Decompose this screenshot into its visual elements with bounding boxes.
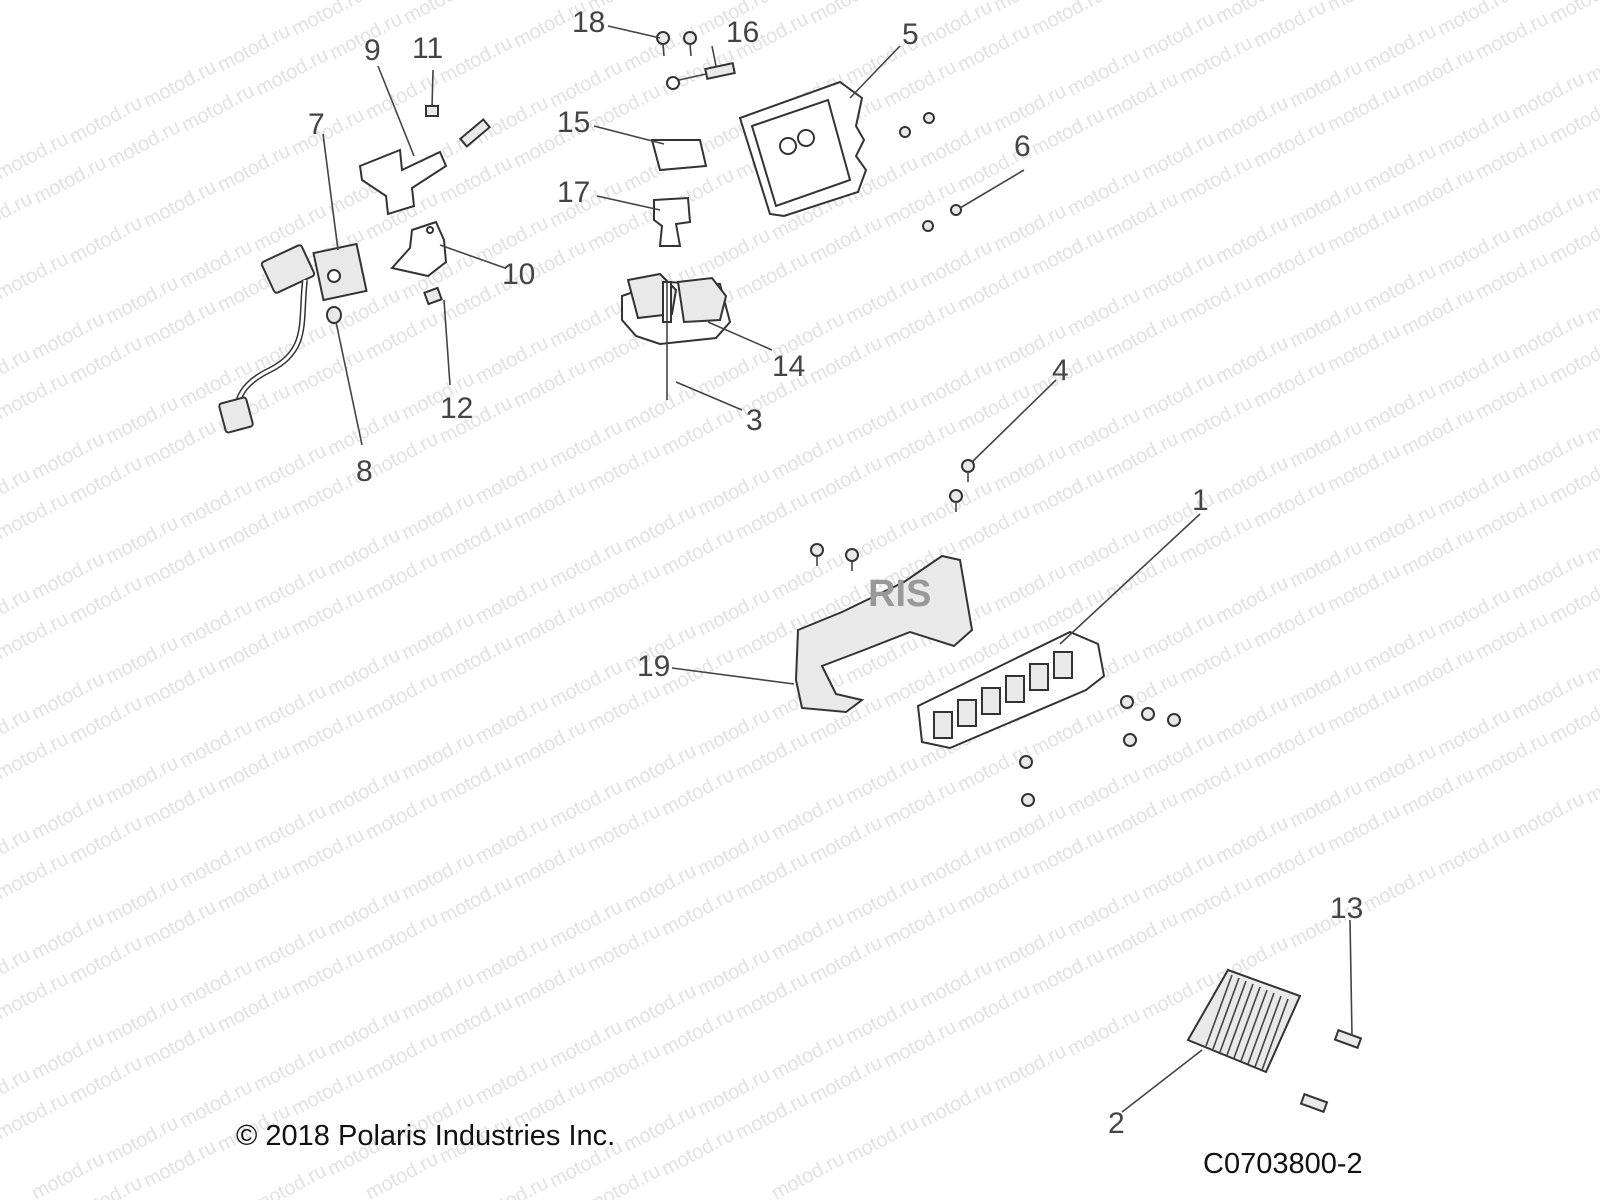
part-16-ground-strap bbox=[666, 62, 736, 90]
watermark-text: motod.ru bbox=[1028, 0, 1108, 40]
heatsink-fin bbox=[1261, 998, 1289, 1071]
part-2-regulator bbox=[1186, 968, 1302, 1074]
part-4-screws bbox=[810, 459, 975, 571]
watermark-text: motod.ru bbox=[768, 1148, 848, 1200]
watermark-text: motod.ru bbox=[806, 0, 886, 28]
callout-11: 11 bbox=[412, 32, 443, 65]
callout-17: 17 bbox=[557, 176, 590, 209]
part-10-bracket bbox=[390, 220, 448, 278]
watermark-text: motod.ru bbox=[0, 968, 72, 1024]
part-1-hardware bbox=[1019, 695, 1181, 807]
heatsink-fin bbox=[1212, 977, 1240, 1050]
watermark-text: motod.ru bbox=[1582, 392, 1600, 448]
part-9-bracket bbox=[358, 148, 448, 216]
fuse-cell bbox=[1029, 663, 1049, 691]
callout-18: 18 bbox=[572, 6, 605, 39]
callout-13: 13 bbox=[1330, 892, 1363, 925]
heatsink-fin bbox=[1205, 974, 1233, 1047]
fuse-cell bbox=[1053, 651, 1073, 679]
watermark-text: motod.ru bbox=[250, 1160, 330, 1200]
part-14-relay bbox=[621, 272, 732, 346]
watermark-text: motod.ru bbox=[472, 1172, 552, 1200]
heatsink-fin bbox=[1247, 992, 1275, 1065]
watermark-text: motod.ru bbox=[1434, 824, 1514, 880]
watermark-text: motod.ru bbox=[0, 248, 72, 304]
heatsink-fin bbox=[1219, 980, 1247, 1053]
callout-2: 2 bbox=[1108, 1107, 1125, 1140]
fuse-cell bbox=[1005, 675, 1025, 703]
callout-10: 10 bbox=[502, 258, 535, 291]
watermark-text: motod.ru bbox=[0, 1088, 72, 1144]
callout-1: 1 bbox=[1192, 484, 1209, 517]
part-11-bolt bbox=[425, 69, 439, 117]
watermark-text: motod.ru bbox=[400, 0, 480, 28]
watermark-text: motod.ru bbox=[1582, 512, 1600, 568]
callout-5: 5 bbox=[902, 18, 919, 51]
heatsink-fin bbox=[1240, 989, 1268, 1062]
diagram-code: C0703800-2 bbox=[1203, 1148, 1363, 1180]
callout-9: 9 bbox=[364, 34, 381, 67]
callout-4: 4 bbox=[1052, 354, 1069, 387]
watermark-text: motod.ru bbox=[1508, 788, 1588, 844]
callout-16: 16 bbox=[726, 16, 759, 49]
watermark-text: motod.ru bbox=[0, 488, 72, 544]
part-1-fuse-block bbox=[916, 630, 1106, 750]
watermark-text: motod.ru bbox=[140, 176, 220, 232]
callout-7: 7 bbox=[308, 108, 325, 141]
watermark-text: motod.ru bbox=[1582, 632, 1600, 688]
watermark-text: motod.ru bbox=[1102, 0, 1182, 4]
part-3-screw bbox=[662, 281, 672, 400]
part-7-sensor-harness bbox=[218, 242, 368, 434]
part-15-bracket bbox=[650, 139, 708, 172]
leader-lines bbox=[322, 25, 1353, 1113]
callout-19: 19 bbox=[637, 650, 670, 683]
watermark-text: motod.ru bbox=[0, 848, 72, 904]
watermark-text: motod.ru bbox=[0, 608, 72, 664]
watermark-text: motod.ru bbox=[1324, 0, 1404, 16]
watermark-text: motod.ru bbox=[0, 728, 72, 784]
callout-8: 8 bbox=[356, 455, 373, 488]
fuse-cell bbox=[981, 687, 1001, 715]
watermark-text: motod.ru bbox=[214, 140, 294, 196]
copyright-text: © 2018 Polaris Industries Inc. bbox=[236, 1120, 616, 1152]
callout-6: 6 bbox=[1014, 130, 1031, 163]
watermark-text: motod.ru bbox=[842, 1112, 922, 1168]
watermark-text: motod.ru bbox=[1360, 860, 1440, 916]
watermark-text: motod.ru bbox=[288, 104, 368, 160]
watermark-text: motod.ru bbox=[990, 1040, 1070, 1096]
part-5-ecu bbox=[738, 80, 868, 218]
watermark-text: motod.ru bbox=[66, 212, 146, 268]
watermark-text: motod.ru bbox=[436, 32, 516, 88]
part-13-bolts bbox=[1299, 1028, 1363, 1114]
watermark-text: motod.ru bbox=[0, 188, 36, 244]
part-19-bracket: RIS bbox=[794, 554, 974, 714]
part-17-clip bbox=[653, 196, 692, 247]
callout-12: 12 bbox=[440, 392, 473, 425]
heatsink-fin bbox=[1254, 995, 1282, 1068]
bracket-logo-text: RIS bbox=[868, 573, 931, 615]
watermark-text: motod.ru bbox=[1582, 152, 1600, 208]
part-6-screws bbox=[899, 112, 962, 232]
watermark-text: motod.ru bbox=[1064, 1004, 1144, 1060]
fuse-cell bbox=[933, 711, 953, 739]
watermark-text: motod.ru bbox=[1582, 32, 1600, 88]
callout-3: 3 bbox=[746, 404, 763, 437]
watermark-text: motod.ru bbox=[1582, 752, 1600, 808]
heatsink-fin bbox=[1226, 983, 1254, 1056]
watermark-text: motod.ru bbox=[0, 368, 72, 424]
part-12-nut bbox=[423, 286, 443, 306]
watermark-text: motod.ru bbox=[916, 1076, 996, 1132]
part-8-grommet bbox=[326, 306, 342, 324]
watermark-text: motod.ru bbox=[1546, 0, 1600, 28]
callout-15: 15 bbox=[557, 106, 590, 139]
callout-labels: 1 2 3 4 5 6 7 8 9 10 11 12 13 14 15 16 1… bbox=[308, 6, 1363, 1140]
fuse-cell bbox=[957, 699, 977, 727]
watermark-text: motod.ru bbox=[1250, 0, 1330, 52]
heatsink-fin bbox=[1233, 986, 1261, 1059]
watermark-text: motod.ru bbox=[1582, 272, 1600, 328]
callout-14: 14 bbox=[772, 350, 805, 383]
